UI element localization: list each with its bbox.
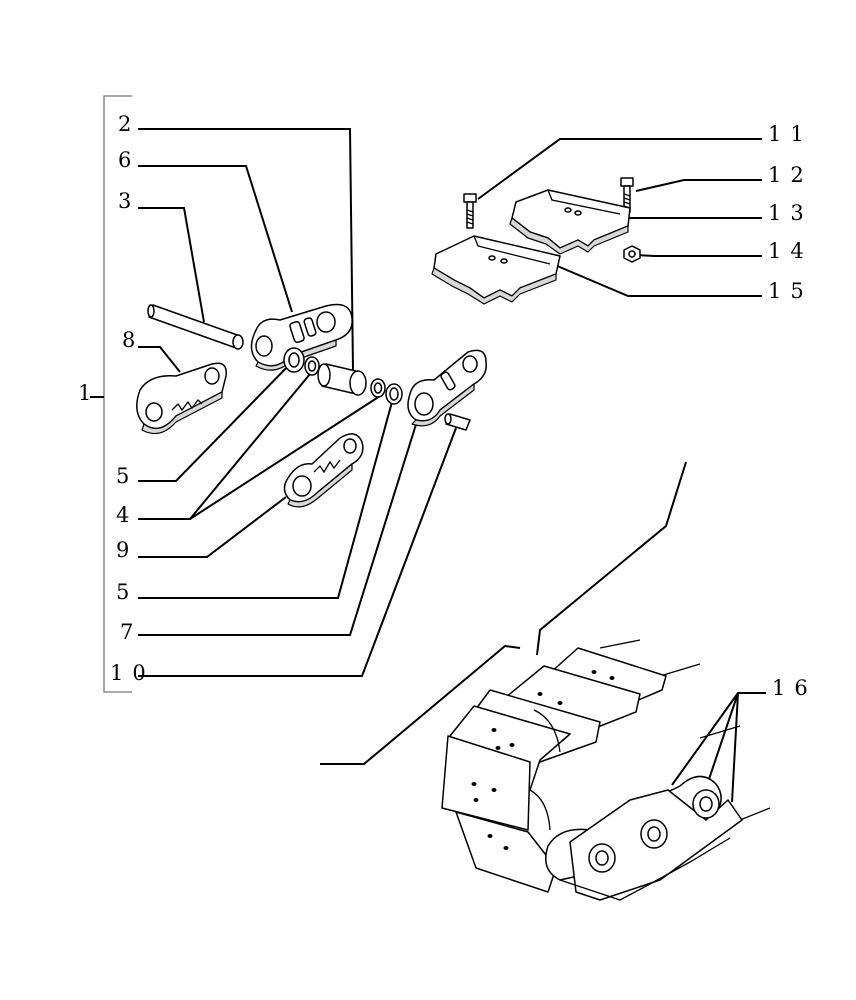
pin: [147, 304, 244, 350]
callout-13: 13: [768, 201, 813, 225]
leader-lines: [138, 128, 766, 803]
callout-3: 3: [118, 189, 140, 213]
shoe-bolt-11: [463, 193, 477, 229]
link-left: [407, 349, 487, 427]
callout-9: 9: [116, 538, 138, 562]
callout-6: 6: [118, 148, 140, 172]
callout-12: 12: [768, 163, 813, 187]
track-shoe-15: [431, 235, 561, 305]
callout-14: 14: [768, 239, 813, 263]
seal-ring-4a: [304, 356, 320, 376]
callout-10: 10: [110, 661, 155, 685]
callout-5b: 5: [116, 580, 138, 604]
callout-16: 16: [772, 676, 817, 700]
spring-pin: [444, 413, 471, 431]
callout-11: 11: [768, 122, 813, 146]
assembly-bracket: [90, 95, 132, 693]
callout-2: 2: [118, 112, 140, 136]
seal-ring-5-lower: [385, 383, 403, 405]
master-link-8: [136, 362, 227, 435]
seal-ring-5-upper: [283, 347, 305, 373]
callout-1: 1: [78, 381, 100, 405]
track-shoe-13: [509, 189, 631, 255]
callout-labels: 1 2 6 3 8 5 4 9 5 7 10 11 12 13 14 15 16: [78, 112, 817, 700]
nut: [623, 245, 641, 263]
callout-4: 4: [116, 503, 138, 527]
track-assembly: [441, 639, 771, 901]
callout-5a: 5: [116, 464, 138, 488]
seal-ring-4b: [370, 378, 386, 398]
master-link-9: [283, 433, 364, 508]
bushing: [317, 363, 367, 396]
callout-8: 8: [122, 328, 144, 352]
callout-7: 7: [120, 620, 142, 644]
callout-15: 15: [768, 279, 813, 303]
